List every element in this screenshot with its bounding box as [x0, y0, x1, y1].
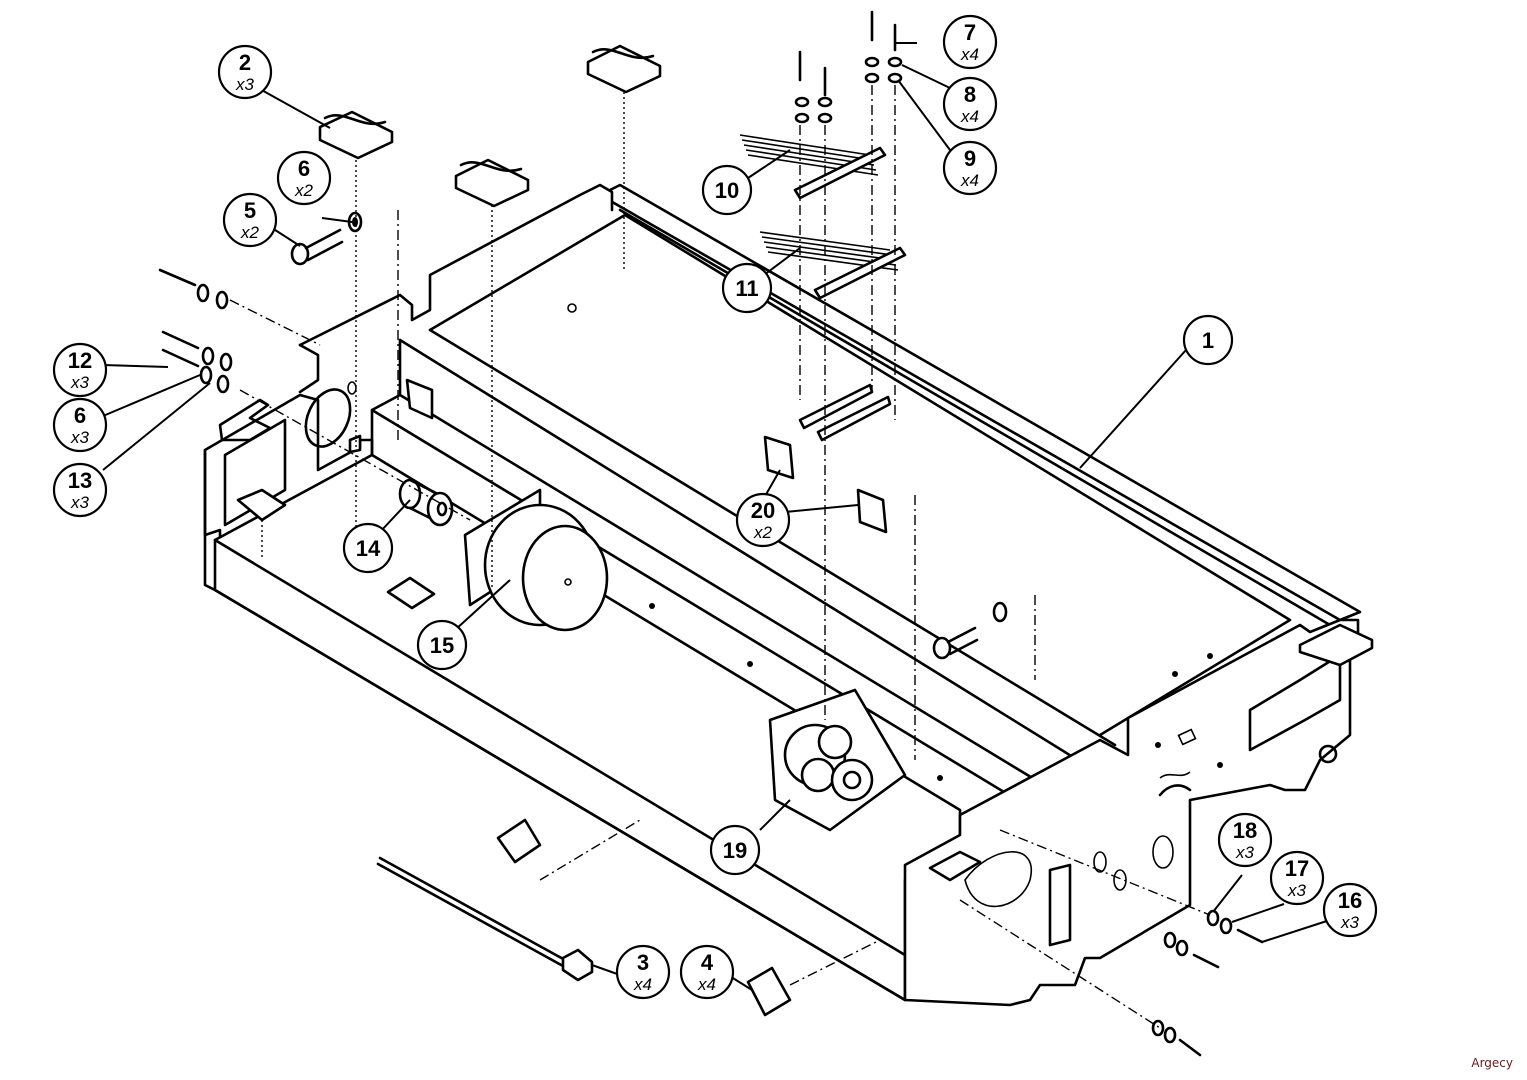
svg-text:2: 2 — [239, 50, 251, 75]
svg-text:x3: x3 — [1235, 843, 1255, 862]
svg-text:8: 8 — [964, 82, 976, 107]
callout-17: 17 x3 — [1269, 850, 1325, 906]
part-3-cable-tie — [376, 856, 594, 982]
center-screw — [932, 601, 1008, 660]
svg-text:18: 18 — [1233, 818, 1257, 843]
svg-text:x3: x3 — [235, 75, 255, 94]
part-2-clip — [586, 44, 662, 94]
svg-text:15: 15 — [430, 633, 454, 658]
svg-text:x2: x2 — [240, 223, 260, 242]
part-12-screws — [158, 268, 233, 394]
svg-text:x3: x3 — [70, 373, 90, 392]
svg-text:10: 10 — [715, 178, 739, 203]
part-5-screw — [290, 228, 344, 266]
callout-16: 16 x3 — [1322, 882, 1378, 938]
svg-text:x4: x4 — [960, 107, 979, 126]
svg-text:x2: x2 — [294, 181, 314, 200]
part-4-cable-mount — [236, 488, 792, 1017]
svg-text:7: 7 — [964, 20, 976, 45]
callout-3: 3 x4 — [615, 944, 671, 1000]
assembly-guide-lines — [229, 85, 1211, 1029]
svg-text:1: 1 — [1202, 328, 1214, 353]
callout-7: 7 x4 — [942, 14, 998, 70]
part-2-clip — [454, 158, 530, 208]
svg-text:11: 11 — [735, 276, 758, 301]
part-20-pads — [763, 435, 888, 534]
callout-18: 18 x3 — [1217, 812, 1273, 868]
callout-2: 2 x3 — [217, 44, 273, 100]
svg-text:5: 5 — [244, 198, 256, 223]
callout-10: 10 — [701, 164, 753, 216]
part-15-motor — [463, 488, 609, 632]
callout-13: 13 x3 — [52, 462, 108, 518]
svg-text:x3: x3 — [1287, 881, 1307, 900]
svg-text:x4: x4 — [960, 171, 979, 190]
svg-text:19: 19 — [723, 838, 747, 863]
svg-text:6: 6 — [298, 156, 310, 181]
svg-text:12: 12 — [68, 348, 92, 373]
chassis-frame — [203, 183, 1374, 1007]
svg-text:x4: x4 — [633, 975, 652, 994]
svg-text:3: 3 — [637, 950, 649, 975]
svg-text:9: 9 — [964, 146, 976, 171]
svg-text:14: 14 — [356, 536, 381, 561]
svg-text:x4: x4 — [960, 45, 979, 64]
part-16-17-18-fasteners — [1151, 909, 1264, 1057]
callout-6a: 6 x2 — [276, 150, 332, 206]
svg-text:x3: x3 — [70, 493, 90, 512]
svg-text:4: 4 — [701, 950, 714, 975]
svg-text:16: 16 — [1338, 888, 1362, 913]
svg-text:x2: x2 — [753, 523, 773, 542]
callout-12: 12 x3 — [52, 342, 108, 398]
callout-15: 15 — [416, 619, 468, 671]
svg-text:x3: x3 — [70, 428, 90, 447]
svg-text:13: 13 — [68, 468, 92, 493]
callout-19: 19 — [709, 824, 761, 876]
part-19-gear-assembly — [768, 688, 907, 832]
callout-11: 11 — [721, 262, 773, 314]
callout-14: 14 — [342, 522, 394, 574]
callout-4: 4 x4 — [679, 944, 735, 1000]
part-2-clip — [318, 110, 394, 160]
leader-lines — [102, 42, 1331, 991]
svg-text:17: 17 — [1285, 856, 1309, 881]
svg-text:6: 6 — [74, 403, 86, 428]
part-7-screws — [794, 10, 903, 124]
callout-6b: 6 x3 — [52, 397, 108, 453]
callout-9: 9 x4 — [942, 140, 998, 196]
callout-1: 1 — [1182, 314, 1234, 366]
svg-text:20: 20 — [751, 498, 775, 523]
part-14-pulley — [398, 478, 454, 527]
callout-8: 8 x4 — [942, 76, 998, 132]
part-10-ribbon-connector — [739, 134, 887, 200]
callout-20: 20 x2 — [735, 492, 791, 548]
svg-text:x3: x3 — [1340, 913, 1360, 932]
watermark-text: Argecy — [1471, 1056, 1513, 1070]
callout-5: 5 x2 — [222, 192, 278, 248]
svg-text:x4: x4 — [697, 975, 716, 994]
